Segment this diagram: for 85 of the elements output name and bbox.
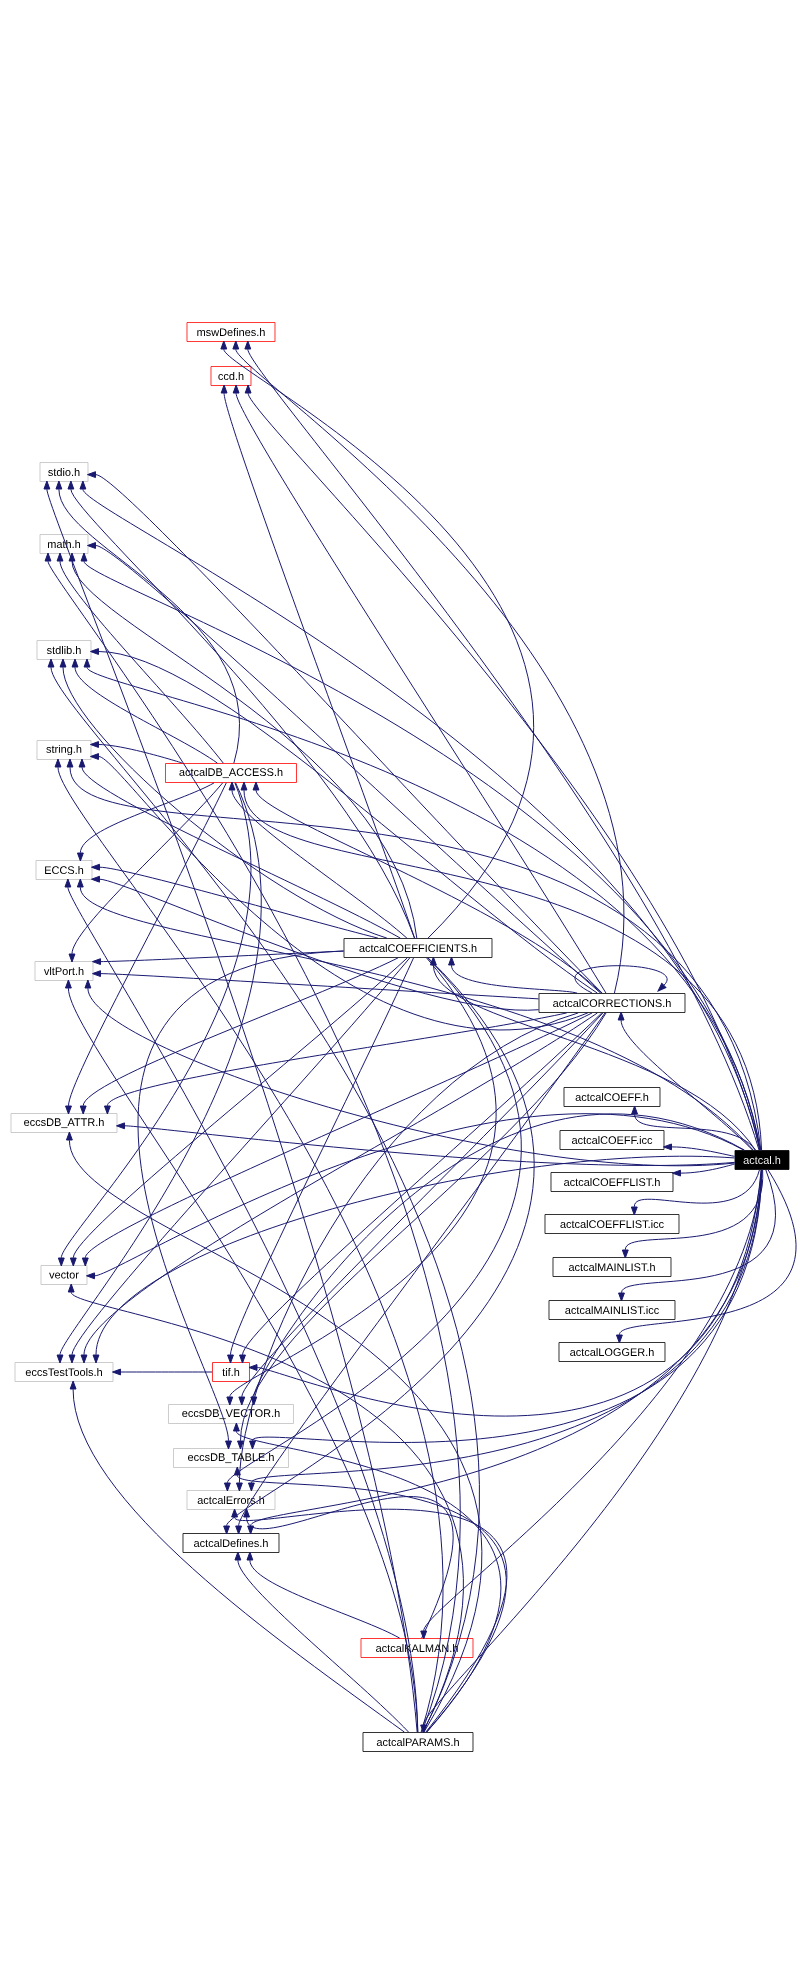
file-box: vector	[40, 1265, 88, 1285]
file-box: actcalMAINLIST.h	[552, 1257, 672, 1277]
arrow	[81, 1012, 593, 1267]
arrow	[112, 1368, 213, 1376]
arrow	[233, 1466, 506, 1733]
arrow	[91, 863, 379, 939]
arrow	[76, 878, 754, 1151]
arrow	[69, 957, 408, 1267]
arrow	[67, 480, 415, 939]
arrow	[220, 340, 534, 939]
file-box: string.h	[36, 740, 92, 760]
arrow	[84, 979, 736, 1167]
arrow	[66, 1131, 483, 1733]
arrow	[80, 1012, 598, 1364]
arrow	[618, 1169, 776, 1302]
arrow	[227, 957, 414, 1364]
arrow	[79, 957, 399, 1115]
arrow	[66, 758, 762, 1151]
arrow	[631, 1105, 756, 1151]
arrow	[240, 781, 763, 1151]
file-box: actcalCOEFFLIST.icc	[544, 1214, 680, 1234]
arrow	[90, 648, 598, 994]
arrow	[448, 956, 578, 994]
arrow	[228, 781, 408, 939]
arrow	[56, 552, 224, 764]
file-box: math.h	[39, 534, 89, 554]
arrow	[83, 658, 761, 1151]
arrow	[67, 1283, 464, 1733]
arrow	[91, 875, 540, 1011]
file-box: mswDefines.h	[186, 322, 276, 342]
arrow	[77, 782, 215, 862]
file-box: vltPort.h	[34, 961, 94, 981]
arrow	[615, 1169, 797, 1344]
loop-arrow	[574, 965, 668, 994]
file-box: actcalDefines.h	[182, 1533, 280, 1553]
arrow	[250, 1113, 745, 1406]
arrow	[65, 782, 227, 1115]
arrow	[234, 1551, 410, 1733]
file-box: actcalMAINLIST.icc	[548, 1300, 676, 1320]
arrow	[56, 782, 262, 1364]
file-box: eccsTestTools.h	[14, 1362, 114, 1382]
arrow	[252, 781, 603, 994]
arrow	[57, 782, 251, 1267]
arrow	[630, 1169, 760, 1216]
arrow	[243, 1496, 454, 1639]
arrow	[621, 1169, 764, 1259]
file-box: actcalLOGGER.h	[558, 1342, 666, 1362]
arrow	[90, 741, 183, 764]
file-box: actcalCORRECTIONS.h	[538, 993, 686, 1013]
arrow	[68, 552, 418, 939]
arrow	[137, 950, 345, 1450]
arrow	[69, 1380, 405, 1733]
root-file-box: actcal.h	[734, 1150, 790, 1170]
arrow	[663, 1143, 736, 1157]
file-box: stdio.h	[39, 462, 89, 482]
arrow	[59, 658, 388, 939]
arrow	[68, 957, 411, 1364]
arrow	[246, 1551, 401, 1639]
file-box: actcalCOEFF.h	[563, 1087, 661, 1107]
file-box: tif.h	[212, 1362, 250, 1382]
arrow	[68, 782, 224, 963]
arrow	[92, 1155, 736, 1364]
file-box: stdlib.h	[36, 640, 92, 660]
arrow	[617, 1011, 754, 1151]
file-box: actcalDB_ACCESS.h	[165, 763, 297, 783]
file-box: actcalPARAMS.h	[362, 1732, 474, 1752]
arrow	[116, 1122, 736, 1166]
arrow	[429, 956, 756, 1151]
arrow	[71, 658, 218, 764]
arrow	[86, 1114, 745, 1280]
file-box: actcalCOEFFICIENTS.h	[343, 938, 493, 958]
file-box: actcalCOEFFLIST.h	[550, 1172, 674, 1192]
file-box: actcalCOEFF.icc	[559, 1130, 665, 1150]
arrow	[226, 957, 495, 1406]
arrow	[672, 1163, 736, 1177]
file-box: ccd.h	[210, 366, 252, 386]
arrow	[231, 1508, 507, 1733]
arrow	[90, 753, 589, 1029]
arrow	[55, 480, 240, 764]
arrow	[104, 1012, 568, 1115]
arrow	[54, 758, 442, 1733]
arrow	[92, 970, 540, 1000]
arrow	[78, 758, 401, 939]
file-box: ECCS.h	[35, 860, 93, 880]
file-box: eccsDB_ATTR.h	[10, 1113, 118, 1133]
